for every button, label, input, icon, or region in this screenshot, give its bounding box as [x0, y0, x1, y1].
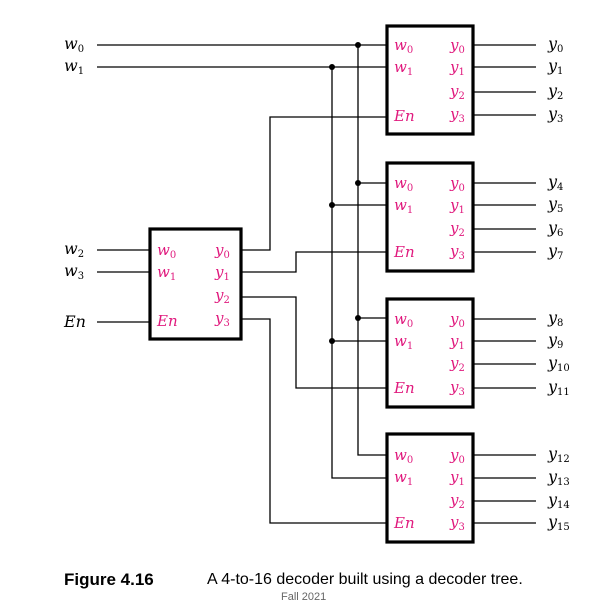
svg-text:w1: w1 [394, 332, 413, 352]
svg-text:En: En [393, 243, 415, 261]
svg-text:y2: y2 [547, 81, 563, 102]
svg-text:y0: y0 [547, 34, 563, 55]
svg-text:w0: w0 [394, 446, 413, 466]
svg-text:y3: y3 [449, 513, 465, 533]
svg-text:w1: w1 [394, 468, 413, 488]
svg-text:y8: y8 [547, 308, 563, 329]
decoder-tree-diagram: w0 w1 En y0 y1 y2 y3 w0 w1 En y0 y1 y2 y… [63, 24, 570, 544]
svg-text:En: En [393, 379, 415, 397]
svg-text:y2: y2 [449, 491, 465, 511]
decoder-pins-3: w0 w1 En y0 y1 y2 y3 [393, 446, 465, 533]
svg-text:y2: y2 [449, 82, 465, 102]
svg-text:y9: y9 [547, 330, 563, 351]
svg-text:y10: y10 [547, 353, 570, 374]
svg-text:y0: y0 [449, 174, 465, 194]
svg-text:y1: y1 [449, 468, 465, 488]
output-labels: y0 y1 y2 y3 y4 y5 y6 y7 y8 y9 y10 y11 y1… [547, 34, 570, 533]
svg-text:y0: y0 [449, 446, 465, 466]
enable-wire-dec3 [241, 296, 387, 389]
enable-wire-dec2 [241, 251, 387, 273]
svg-text:y3: y3 [449, 242, 465, 262]
svg-text:y1: y1 [449, 58, 465, 78]
decoder-pins-1: w0 w1 En y0 y1 y2 y3 [393, 174, 465, 262]
output-wires [473, 44, 536, 524]
svg-text:y1: y1 [547, 56, 563, 77]
bus-w1 [331, 67, 387, 479]
junction-dot [329, 202, 335, 208]
svg-text:y0: y0 [214, 241, 230, 261]
decoder-box-stage1 [148, 227, 243, 341]
decoder-box-2 [385, 297, 475, 409]
figure-label: Figure 4.16 [64, 570, 154, 589]
decoder-box-1 [385, 161, 475, 273]
svg-text:y13: y13 [547, 467, 570, 488]
svg-text:y2: y2 [449, 354, 465, 374]
svg-text:y11: y11 [547, 377, 570, 398]
svg-text:y15: y15 [547, 512, 570, 533]
svg-text:y6: y6 [547, 218, 563, 239]
decoder-pins-2: w0 w1 En y0 y1 y2 y3 [393, 310, 465, 398]
decoder-box-0 [385, 24, 475, 136]
figure-caption: A 4-to-16 decoder built using a decoder … [207, 571, 523, 588]
svg-text:y3: y3 [547, 104, 563, 125]
svg-text:y3: y3 [449, 105, 465, 125]
svg-text:En: En [156, 312, 178, 330]
junction-dot [355, 42, 361, 48]
svg-text:y0: y0 [449, 36, 465, 56]
junction-dot [355, 180, 361, 186]
svg-text:y14: y14 [547, 490, 570, 511]
footer-text: Fall 2021 [281, 591, 327, 603]
decoder-pins-stage1: w0 w1 En y0 y1 y2 y3 [156, 241, 230, 330]
svg-text:w0: w0 [394, 36, 413, 56]
junction-dot [355, 315, 361, 321]
svg-text:w1: w1 [64, 56, 84, 77]
svg-text:y1: y1 [214, 263, 230, 283]
svg-text:y2: y2 [214, 286, 230, 306]
svg-text:w1: w1 [394, 196, 413, 216]
bus-w0 [357, 45, 387, 456]
svg-text:w1: w1 [157, 263, 176, 283]
enable-wire-dec1 [241, 116, 387, 251]
svg-text:y0: y0 [449, 310, 465, 330]
svg-text:w0: w0 [157, 241, 176, 261]
svg-text:w1: w1 [394, 58, 413, 78]
svg-text:y3: y3 [214, 309, 230, 329]
enable-wire-dec4 [241, 318, 387, 524]
svg-text:En: En [393, 107, 415, 125]
svg-text:w2: w2 [64, 239, 84, 260]
svg-text:y1: y1 [449, 332, 465, 352]
junction-dot [329, 338, 335, 344]
svg-text:y12: y12 [547, 444, 570, 465]
svg-text:y3: y3 [449, 378, 465, 398]
external-input-labels: w0 w1 w2 w3 En [63, 34, 86, 331]
svg-text:y1: y1 [449, 196, 465, 216]
svg-text:En: En [63, 312, 86, 331]
svg-text:w0: w0 [394, 174, 413, 194]
svg-text:w0: w0 [394, 310, 413, 330]
decoder-pins-0: w0 w1 En y0 y1 y2 y3 [393, 36, 465, 125]
svg-text:y4: y4 [547, 172, 563, 193]
svg-text:w3: w3 [64, 261, 84, 282]
decoder-box-3 [385, 432, 475, 544]
svg-text:y7: y7 [547, 241, 563, 262]
junction-dot [329, 64, 335, 70]
svg-text:y5: y5 [547, 194, 563, 215]
svg-text:w0: w0 [64, 34, 84, 55]
svg-text:y2: y2 [449, 219, 465, 239]
svg-text:En: En [393, 514, 415, 532]
